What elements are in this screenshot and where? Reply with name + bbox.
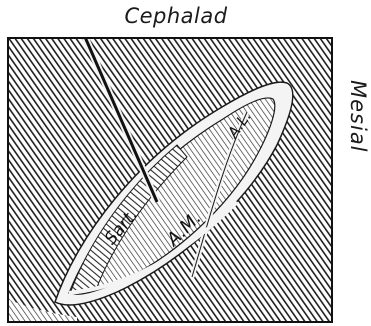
surgical-diagram: Sart. A.M. A.L. [7, 37, 333, 323]
cephalad-label: Cephalad [0, 4, 352, 28]
diagram-svg: Sart. A.M. A.L. [7, 37, 333, 323]
mesial-label: Mesial [338, 80, 370, 220]
